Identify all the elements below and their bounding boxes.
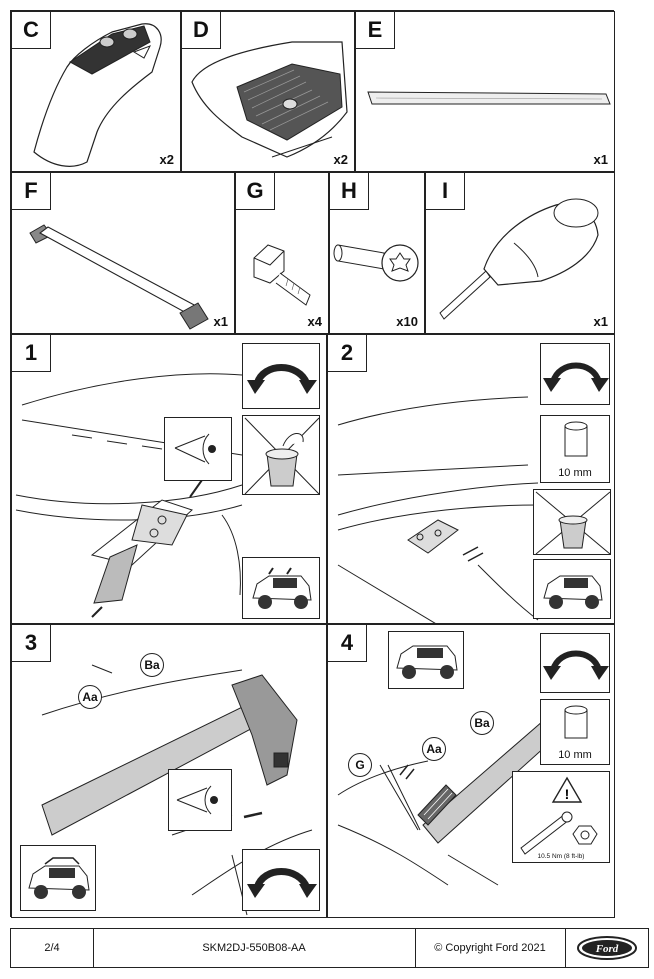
- copyright-text: © Copyright Ford 2021: [415, 929, 566, 967]
- part-panel-f: F x1: [11, 172, 235, 334]
- socket-icon: [564, 421, 588, 457]
- step-2-socket-size: 10 mm: [558, 467, 592, 479]
- step-label-3: 3: [12, 625, 51, 662]
- step-2-roof-illustration: [337, 396, 539, 623]
- step-4-callout-aa: Aa: [422, 737, 446, 761]
- page-number: 2/4: [11, 929, 94, 967]
- step-1-discard-icon-box: [242, 415, 320, 495]
- flange-bolt-icon: [253, 244, 311, 306]
- step-3-eye-inset: [168, 769, 232, 831]
- qty-d: x2: [333, 152, 348, 167]
- qty-e: x1: [593, 152, 608, 167]
- part-panel-c: C x2: [11, 11, 181, 172]
- step-1-eye-inset: [164, 417, 232, 481]
- step-4-rotate-icon-box: [540, 633, 610, 693]
- step-4-torque-icon-box: ! 10.5 Nm (8 ft-lb): [512, 771, 610, 863]
- qty-c: x2: [159, 152, 174, 167]
- step-2-discard-icon-box: [533, 489, 611, 555]
- ford-logo: Ford: [565, 929, 649, 967]
- socket-icon: [564, 705, 588, 739]
- step-4-torque-spec: 10.5 Nm (8 ft-lb): [537, 853, 585, 860]
- step-label-1: 1: [12, 335, 51, 372]
- step-4-socket-icon-box: 10 mm: [540, 699, 610, 765]
- crossbar-illustration: [29, 224, 209, 330]
- step-1-rotate-icon-box: [242, 343, 320, 409]
- qty-g: x4: [307, 314, 322, 329]
- document-footer: 2/4 SKM2DJ-550B08-AA © Copyright Ford 20…: [10, 928, 649, 968]
- part-label-g: G: [236, 173, 275, 210]
- step-3-rotate-icon-box: [242, 849, 320, 911]
- part-panel-e: E x1: [355, 11, 615, 172]
- document-number: SKM2DJ-550B08-AA: [93, 929, 416, 967]
- qty-i: x1: [593, 314, 608, 329]
- part-label-e: E: [356, 12, 395, 49]
- part-label-h: H: [330, 173, 369, 210]
- part-label-f: F: [12, 173, 51, 210]
- vehicle-icon: [28, 857, 90, 899]
- step-panel-4: 4 G Aa Ba: [327, 624, 615, 918]
- part-label-i: I: [426, 173, 465, 210]
- qty-f: x1: [213, 314, 228, 329]
- rotate-arrows-icon: [247, 364, 317, 394]
- part-panel-h: H x10: [329, 172, 425, 334]
- step-4-vehicle-icon-box: [388, 631, 464, 689]
- eye-icon: [176, 785, 218, 815]
- vehicle-icon: [543, 575, 603, 609]
- step-4-crossbar-illustration: [337, 720, 557, 886]
- part-panel-g: G x4: [235, 172, 329, 334]
- step-3-vehicle-icon-box: [20, 845, 96, 911]
- trim-cap-illustration: [33, 23, 162, 167]
- step-label-2: 2: [328, 335, 367, 372]
- part-label-c: C: [12, 12, 51, 49]
- torx-screw-icon: [333, 244, 419, 282]
- ford-oval-icon: Ford: [577, 936, 637, 960]
- step-panel-2: 2 1: [327, 334, 615, 624]
- part-panel-d: D x2: [181, 11, 355, 172]
- torx-driver-icon: [439, 198, 599, 320]
- rotate-arrows-icon: [247, 868, 317, 898]
- instruction-sheet: C x2 D x2 E x1: [10, 10, 615, 918]
- svg-text:!: !: [565, 786, 570, 802]
- step-3-callout-aa: Aa: [78, 685, 102, 709]
- step-1-roof-illustration: [15, 373, 243, 618]
- part-label-d: D: [182, 12, 221, 49]
- vehicle-icon: [252, 567, 312, 609]
- rotate-arrows-icon: [543, 650, 609, 680]
- step-4-callout-g: G: [348, 753, 372, 777]
- weather-strip-illustration: [367, 91, 611, 105]
- step-2-socket-icon-box: 10 mm: [540, 415, 610, 483]
- step-1-vehicle-icon-box: [242, 557, 320, 619]
- do-not-discard-icon: [244, 417, 320, 495]
- step-3-callout-ba: Ba: [140, 653, 164, 677]
- cover-plate-illustration: [191, 41, 348, 158]
- step-panel-3: 3 Aa Ba: [11, 624, 327, 918]
- eye-icon: [174, 433, 216, 465]
- part-panel-i: I x1: [425, 172, 615, 334]
- step-panel-1: 1: [11, 334, 327, 624]
- brand-wordmark: Ford: [595, 943, 619, 955]
- rotate-arrows-icon: [543, 362, 609, 392]
- step-4-callout-ba: Ba: [470, 711, 494, 735]
- step-2-vehicle-icon-box: [533, 559, 611, 619]
- step-label-4: 4: [328, 625, 367, 662]
- qty-h: x10: [396, 314, 418, 329]
- do-not-discard-icon: [535, 491, 611, 555]
- vehicle-icon: [396, 645, 458, 679]
- step-4-socket-size: 10 mm: [558, 749, 592, 761]
- torque-wrench-icon: !: [520, 776, 598, 855]
- step-2-rotate-icon-box: [540, 343, 610, 405]
